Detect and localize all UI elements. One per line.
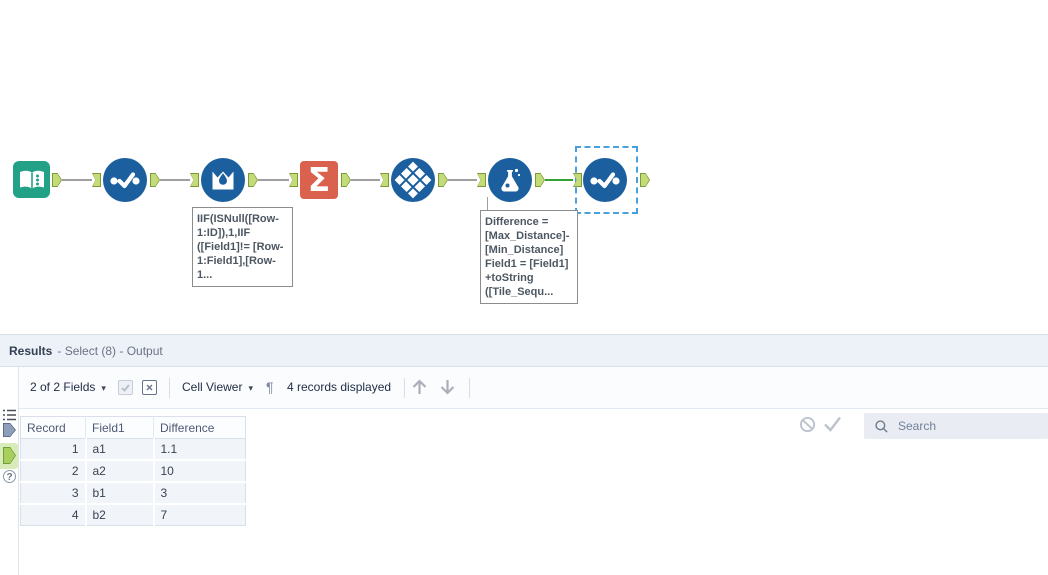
input-anchor[interactable] xyxy=(289,173,298,187)
cell-field1[interactable]: a2 xyxy=(85,460,155,483)
cell-record[interactable]: 2 xyxy=(20,460,87,483)
cell-difference[interactable]: 3 xyxy=(153,482,246,505)
search-input[interactable] xyxy=(896,418,1040,434)
tool-select[interactable] xyxy=(103,158,147,202)
x-icon xyxy=(146,384,153,391)
results-title: Results xyxy=(9,343,53,358)
input-anchor[interactable] xyxy=(190,173,199,187)
check-icon xyxy=(121,383,130,392)
table-header-row: Record Field1 Difference xyxy=(20,416,246,439)
workflow-canvas[interactable]: Σ IIF(ISNull([Row- 1:ID]),1,IIF ([Field1… xyxy=(0,0,1048,334)
output-anchor[interactable] xyxy=(640,173,650,187)
records-displayed-label: 4 records displayed xyxy=(287,380,392,394)
arrow-down-icon[interactable] xyxy=(439,378,456,396)
table-row: 1 a1 1.1 xyxy=(20,438,246,461)
search-box[interactable] xyxy=(864,413,1048,439)
annotation-connector xyxy=(487,197,488,210)
column-header-difference[interactable]: Difference xyxy=(153,416,246,439)
connection-multirow-to-summarize[interactable] xyxy=(258,179,289,181)
tool-input-data[interactable] xyxy=(13,161,50,198)
select-check-icon xyxy=(110,172,140,189)
output-anchor[interactable] xyxy=(438,173,448,187)
tool-formula[interactable] xyxy=(488,158,532,202)
tool-summarize[interactable]: Σ xyxy=(300,161,338,199)
anchor-strip: ? xyxy=(0,367,19,575)
input-anchor[interactable] xyxy=(573,173,582,187)
output-anchor[interactable] xyxy=(535,173,545,187)
apply-check-icon[interactable] xyxy=(822,414,843,434)
cell-record[interactable]: 1 xyxy=(20,438,87,461)
tool-multi-row-formula[interactable] xyxy=(201,158,245,202)
crown-droplet-icon xyxy=(212,171,234,190)
results-header: Results - Select (8) - Output xyxy=(0,335,1048,367)
cell-record[interactable]: 3 xyxy=(20,482,87,505)
selection-outline xyxy=(575,146,638,214)
chevron-down-icon: ▾ xyxy=(248,383,253,393)
cell-field1[interactable]: a1 xyxy=(85,438,155,461)
book-icon xyxy=(19,170,44,189)
cell-viewer-dropdown[interactable]: Cell Viewer ▾ xyxy=(182,380,253,394)
results-table: Record Field1 Difference 1 a1 1.1 2 a2 1… xyxy=(20,416,246,526)
tool-select-selected[interactable] xyxy=(583,158,627,202)
metadata-list-icon[interactable] xyxy=(3,409,16,421)
tool-tile[interactable] xyxy=(391,158,435,202)
cell-field1[interactable]: b2 xyxy=(85,504,155,526)
connection-input-to-select[interactable] xyxy=(62,179,92,181)
select-check-icon xyxy=(590,172,620,189)
chevron-down-icon: ▾ xyxy=(101,383,106,393)
table-row: 3 b1 3 xyxy=(20,482,246,505)
search-icon xyxy=(875,419,888,433)
column-header-field1[interactable]: Field1 xyxy=(85,416,154,439)
fields-dropdown[interactable]: 2 of 2 Fields ▾ xyxy=(30,380,106,394)
flask-icon xyxy=(501,168,521,191)
cancel-icon[interactable] xyxy=(799,416,816,433)
column-header-record[interactable]: Record xyxy=(20,416,86,439)
cell-viewer-label: Cell Viewer xyxy=(182,380,243,394)
connection-summarize-to-tile[interactable] xyxy=(351,179,380,181)
output-anchor[interactable] xyxy=(248,173,258,187)
cell-difference[interactable]: 1.1 xyxy=(153,438,246,461)
output-anchor[interactable] xyxy=(341,173,351,187)
whitespace-toggle-icon[interactable]: ¶ xyxy=(266,379,274,395)
select-all-checkbox[interactable] xyxy=(118,380,133,395)
deselect-all-button[interactable] xyxy=(142,380,157,395)
input-anchor[interactable] xyxy=(380,173,389,187)
connection-tile-to-formula[interactable] xyxy=(448,179,477,181)
results-subtitle: - Select (8) - Output xyxy=(57,343,163,358)
fields-dropdown-label: 2 of 2 Fields xyxy=(30,380,96,394)
cell-field1[interactable]: b1 xyxy=(85,482,155,505)
sigma-icon: Σ xyxy=(307,160,331,199)
table-row: 4 b2 7 xyxy=(20,504,246,526)
cell-difference[interactable]: 10 xyxy=(153,460,246,483)
input-anchor[interactable] xyxy=(477,173,486,187)
output-anchor[interactable] xyxy=(52,173,62,187)
connection-formula-to-select-selected[interactable] xyxy=(545,179,573,181)
cell-record[interactable]: 4 xyxy=(20,504,87,526)
output-anchor-tab-icon[interactable] xyxy=(3,447,16,464)
input-anchor[interactable] xyxy=(92,173,101,187)
arrow-up-icon[interactable] xyxy=(411,378,428,396)
annotation-multi-row-formula[interactable]: IIF(ISNull([Row- 1:ID]),1,IIF ([Field1]!… xyxy=(192,207,293,287)
output-anchor[interactable] xyxy=(150,173,160,187)
help-icon[interactable]: ? xyxy=(3,470,16,483)
connection-select-to-multirow[interactable] xyxy=(160,179,190,181)
results-toolbar: 2 of 2 Fields ▾ Cell Viewer ▾ ¶ 4 records … xyxy=(0,367,1048,439)
results-panel: Results - Select (8) - Output ? 2 of 2 F… xyxy=(0,334,1048,575)
tile-diamonds-icon xyxy=(394,161,432,199)
annotation-formula[interactable]: Difference = [Max_Distance]- [Min_Distan… xyxy=(480,210,578,304)
workflow-anchor-icon[interactable] xyxy=(3,423,16,437)
table-row: 2 a2 10 xyxy=(20,460,246,483)
cell-difference[interactable]: 7 xyxy=(153,504,246,526)
